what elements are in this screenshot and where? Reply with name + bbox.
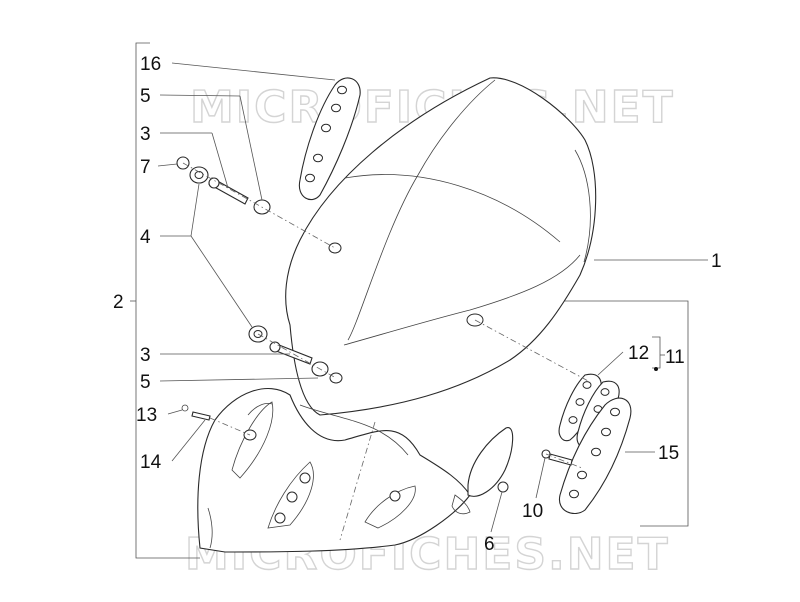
label-part-5-top: 5 (140, 86, 151, 107)
label-part-15: 15 (658, 443, 679, 464)
label-part-7: 7 (140, 157, 151, 178)
label-part-14: 14 (140, 452, 162, 473)
leader-5-top-b (239, 95, 263, 201)
leader-4-a (190, 183, 200, 237)
windshield-hole-lower (329, 372, 343, 384)
label-part-3-top: 3 (140, 124, 151, 145)
label-part-4: 4 (140, 227, 151, 248)
leader-11-bracket (652, 336, 661, 369)
label-part-1: 1 (711, 251, 722, 272)
axis-screw-10 (545, 453, 583, 469)
leader-7 (157, 163, 178, 167)
side-deflector (467, 427, 514, 497)
label-part-10: 10 (522, 501, 543, 522)
leader-13 (167, 409, 183, 415)
axis-lower-left (209, 417, 251, 436)
bracket-right-group (560, 300, 689, 527)
screw-13 (181, 404, 211, 421)
label-part-16: 16 (140, 54, 161, 75)
label-part-11: 11 (665, 347, 685, 368)
bushing-4-top (189, 166, 209, 184)
label-part-3-mid: 3 (140, 345, 151, 366)
axis-top-left (182, 162, 336, 249)
bracket-16 (298, 77, 361, 200)
leader-3-top-b (211, 132, 229, 189)
leader-11-dot (654, 367, 658, 371)
label-part-13: 13 (136, 405, 157, 426)
leader-12 (597, 351, 624, 376)
bracket-part-2 (135, 42, 200, 559)
leader-16 (171, 62, 336, 81)
windshield (285, 77, 597, 416)
leader-5-mid (159, 377, 319, 382)
screw-3-top (208, 177, 249, 205)
deflector-screw (497, 481, 509, 493)
leader-6 (490, 491, 503, 533)
leader-5-top (159, 94, 241, 97)
bracket-15 (558, 397, 632, 514)
leader-14 (171, 419, 206, 462)
label-part-5-mid: 5 (140, 372, 151, 393)
label-part-2: 2 (113, 292, 124, 313)
windshield-hole-upper (328, 242, 342, 254)
leader-4-b (190, 235, 253, 328)
label-part-6: 6 (484, 534, 495, 555)
leader-10 (535, 457, 546, 499)
axis-right (474, 319, 591, 383)
axis-mid-left (257, 333, 337, 379)
label-part-12: 12 (628, 343, 649, 364)
